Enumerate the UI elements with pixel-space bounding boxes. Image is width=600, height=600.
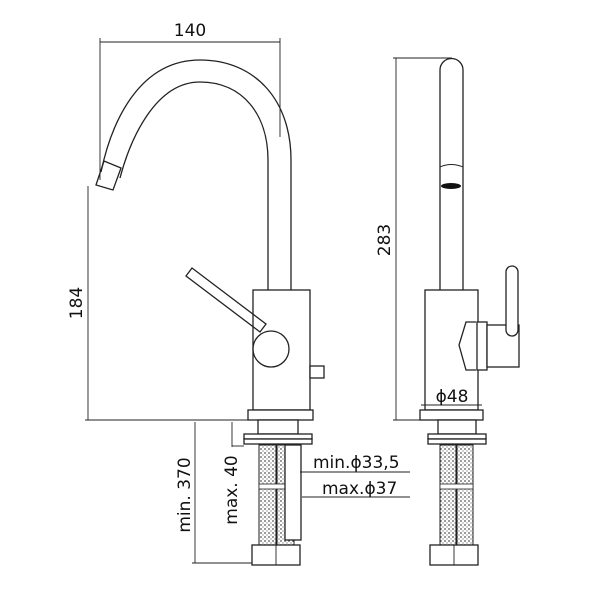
lever-handle: [185, 267, 325, 379]
width-dimension-label: 140: [174, 21, 206, 41]
lever-handle-side: [458, 265, 520, 371]
side-dimension-lines: [393, 57, 482, 421]
base-diameter-label: ϕ48: [436, 387, 469, 407]
base-plate-side: [419, 409, 484, 421]
max-hole-diameter-label: max.ϕ37: [322, 479, 397, 499]
spout-height-dimension-label: 184: [67, 287, 87, 319]
max-thickness-dimension-label: max. 40: [222, 455, 242, 524]
spout: [95, 59, 292, 290]
mounting-shank: [243, 419, 313, 566]
min-hole-diameter-label: min.ϕ33,5: [313, 453, 400, 473]
front-view: 140 184 min. 370 max. 40 min.ϕ33,5 max.ϕ…: [67, 21, 410, 566]
spout-tube: [439, 57, 464, 290]
min-length-dimension-label: min. 370: [175, 457, 195, 532]
aerator: [441, 183, 461, 189]
side-view: 283 ϕ48: [375, 57, 520, 566]
base-plate: [247, 409, 314, 421]
mounting-shank-side: [427, 419, 487, 566]
height-dimension-label: 283: [375, 224, 395, 256]
dimension-lines: [85, 38, 410, 564]
